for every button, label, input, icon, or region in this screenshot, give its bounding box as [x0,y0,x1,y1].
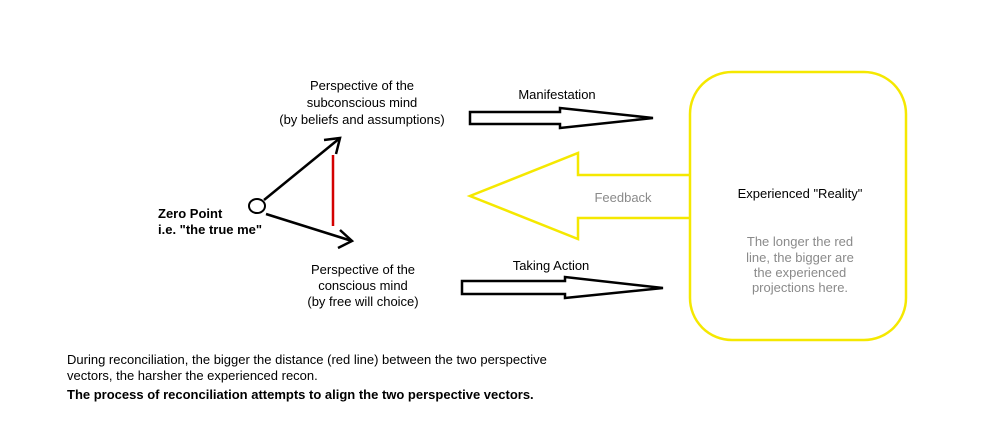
reality-note-line1: The longer the red [746,234,854,249]
explanation-line2: vectors, the harsher the experienced rec… [67,368,318,383]
zero-point-circle [248,198,266,214]
reality-note-line4: projections here. [751,280,849,295]
zero-point-subtitle: i.e. "the true me" [158,222,263,237]
conscious-vector [265,212,353,243]
zero-point-title: Zero Point [158,206,223,221]
taking-action-arrow [460,275,664,300]
feedback-label: Feedback [594,190,652,205]
subconscious-label-line2: subconscious mind [306,95,418,110]
taking-action-label: Taking Action [512,258,590,273]
manifestation-label: Manifestation [518,87,596,102]
subconscious-vector-head [323,136,342,155]
subconscious-label-line1: Perspective of the [309,78,415,93]
reality-note-line3: the experienced [753,265,847,280]
conscious-vector-head [337,229,355,250]
conscious-label-line2: conscious mind [318,278,408,293]
manifestation-arrow [468,106,654,130]
conscious-label-line3: (by free will choice) [307,294,419,309]
subconscious-label-line3: (by beliefs and assumptions) [279,112,445,127]
reality-note-line2: line, the bigger are [746,250,854,265]
feedback-arrow [466,151,696,241]
reality-title: Experienced "Reality" [737,186,863,201]
explanation-line1: During reconciliation, the bigger the di… [67,352,547,367]
reality-box [688,70,908,342]
subconscious-vector [263,137,341,201]
conscious-label-line1: Perspective of the [310,262,416,277]
explanation-conclusion: The process of reconciliation attempts t… [67,387,534,402]
